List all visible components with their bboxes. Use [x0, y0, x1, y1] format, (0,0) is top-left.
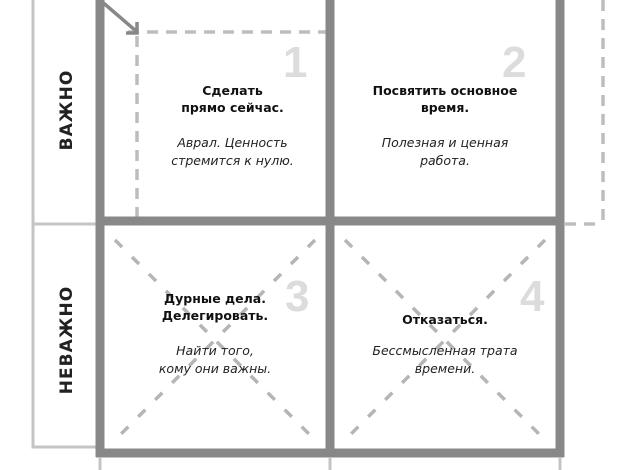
quadrant-description: Найти того, кому они важны.: [158, 343, 272, 376]
grid-lines: [95, 0, 565, 458]
quadrant-title: Посвятить основное время.: [372, 83, 518, 115]
grid-extensions: [98, 457, 562, 470]
quadrant-number: 4: [520, 272, 545, 321]
quadrant-title: Сделать прямо сейчас.: [181, 83, 284, 115]
quadrant-description: Бессмысленная трата времени.: [372, 343, 518, 376]
row-label-unimportant: НЕВАЖНО: [57, 285, 77, 395]
quadrant-title: Отказаться.: [402, 312, 488, 327]
quadrant-3: Дурные дела. Делегировать. Найти того, к…: [105, 290, 325, 378]
quadrant-title: Дурные дела. Делегировать.: [161, 291, 269, 323]
quadrant-1: Сделать прямо сейчас. Аврал. Ценность ст…: [140, 82, 325, 170]
quadrant-number: 3: [285, 272, 310, 321]
quadrant-number: 2: [502, 38, 527, 87]
quadrant-description: Полезная и ценная работа.: [381, 135, 509, 168]
quadrant-4: Отказаться. Бессмысленная трата времени.: [335, 311, 555, 378]
dashed-shift-box: [128, 0, 605, 226]
quadrant-description: Аврал. Ценность стремится к нулю.: [171, 135, 294, 168]
arrow-icon: [98, 0, 139, 35]
quadrant-2: Посвятить основное время. Полезная и цен…: [335, 82, 555, 170]
row-label-important: ВАЖНО: [57, 69, 77, 151]
quadrant-number: 1: [283, 38, 308, 87]
